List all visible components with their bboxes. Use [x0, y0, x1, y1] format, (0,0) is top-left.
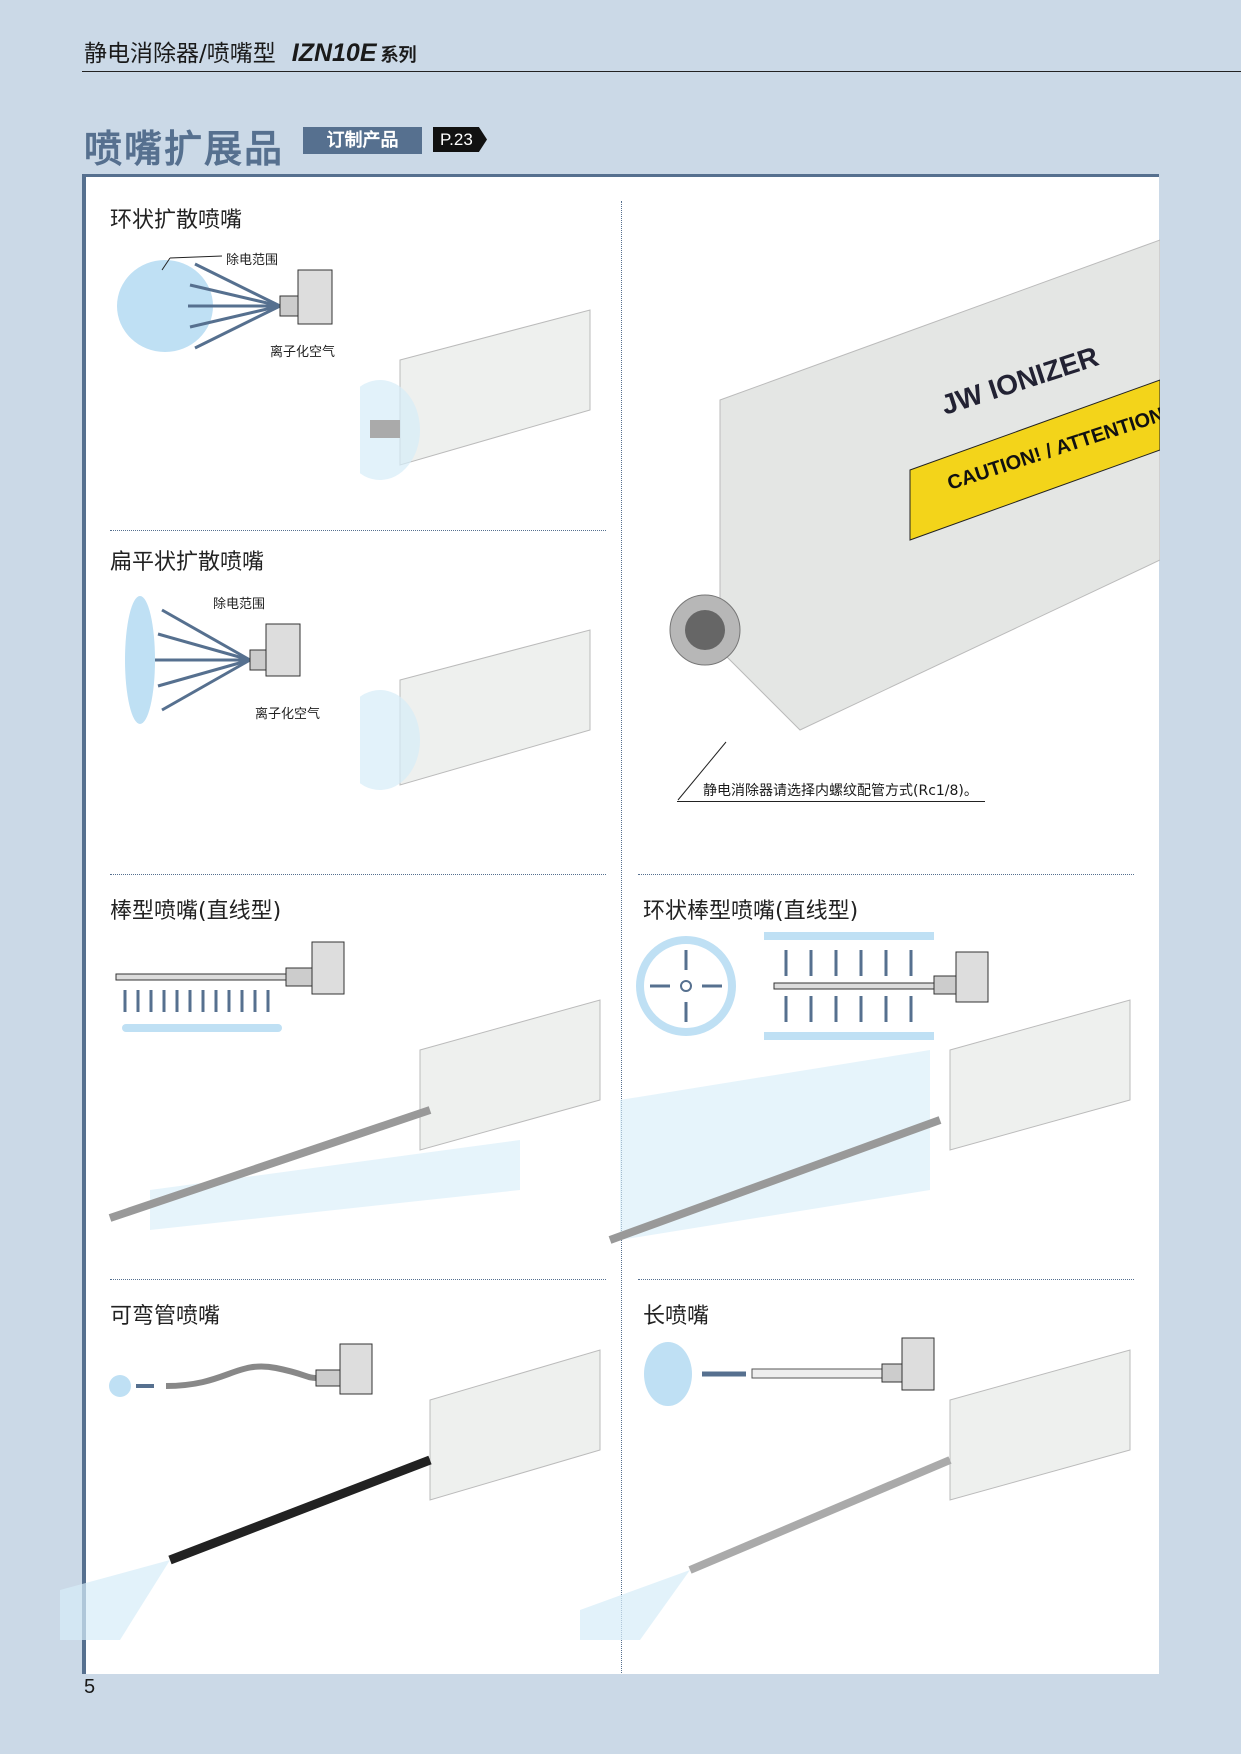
ring-diffusion-diagram — [117, 255, 333, 352]
ring-rod-nozzle-diagram — [636, 932, 989, 1040]
divider — [638, 1279, 1134, 1280]
ionizer-product-image — [608, 999, 1131, 1244]
discharge-range-label: 除电范围 — [213, 597, 266, 612]
flat-diffusion-diagram — [125, 596, 301, 724]
piping-note: 静电消除器请选择内螺纹配管方式(Rc1/8)。 — [703, 783, 978, 799]
section-title: 环状扩散喷嘴 — [110, 208, 243, 233]
ionized-air-label: 离子化空气 — [255, 707, 321, 722]
header-divider — [82, 71, 1241, 72]
ionizer-product-image — [580, 1349, 1131, 1640]
discharge-range-label: 除电范围 — [226, 253, 279, 268]
header-text: 静电消除器/喷嘴型 — [84, 41, 276, 67]
section-title: 扁平状扩散喷嘴 — [110, 550, 265, 575]
rod-nozzle-diagram — [115, 941, 345, 1032]
page-title: 喷嘴扩展品 — [84, 127, 285, 171]
long-nozzle-diagram — [644, 1337, 935, 1406]
note-underline — [677, 801, 985, 802]
ionizer-closeup-image: JW IONIZER CAUTION! / ATTENTION — [669, 239, 1160, 731]
divider — [110, 530, 606, 531]
divider — [638, 874, 1134, 875]
ionizer-product-image — [360, 629, 591, 790]
ionizer-product-image — [60, 1349, 601, 1640]
model-name: IZN10E — [291, 39, 377, 67]
ionized-air-label: 离子化空气 — [270, 345, 336, 360]
section-title: 棒型喷嘴(直线型) — [110, 899, 282, 924]
flexible-nozzle-diagram — [109, 1343, 373, 1397]
vertical-divider — [621, 201, 622, 1673]
series-label: 系列 — [380, 45, 417, 66]
divider — [110, 1279, 606, 1280]
section-title: 长喷嘴 — [643, 1304, 710, 1329]
ionizer-product-image — [360, 309, 591, 480]
section-title: 环状棒型喷嘴(直线型) — [643, 899, 859, 924]
page-reference-link[interactable]: P.23 — [433, 127, 487, 152]
ionizer-product-image — [108, 999, 601, 1230]
divider — [110, 874, 606, 875]
custom-product-badge: 订制产品 — [303, 127, 422, 154]
section-title: 可弯管喷嘴 — [110, 1304, 221, 1329]
page-number: 5 — [84, 1676, 96, 1698]
